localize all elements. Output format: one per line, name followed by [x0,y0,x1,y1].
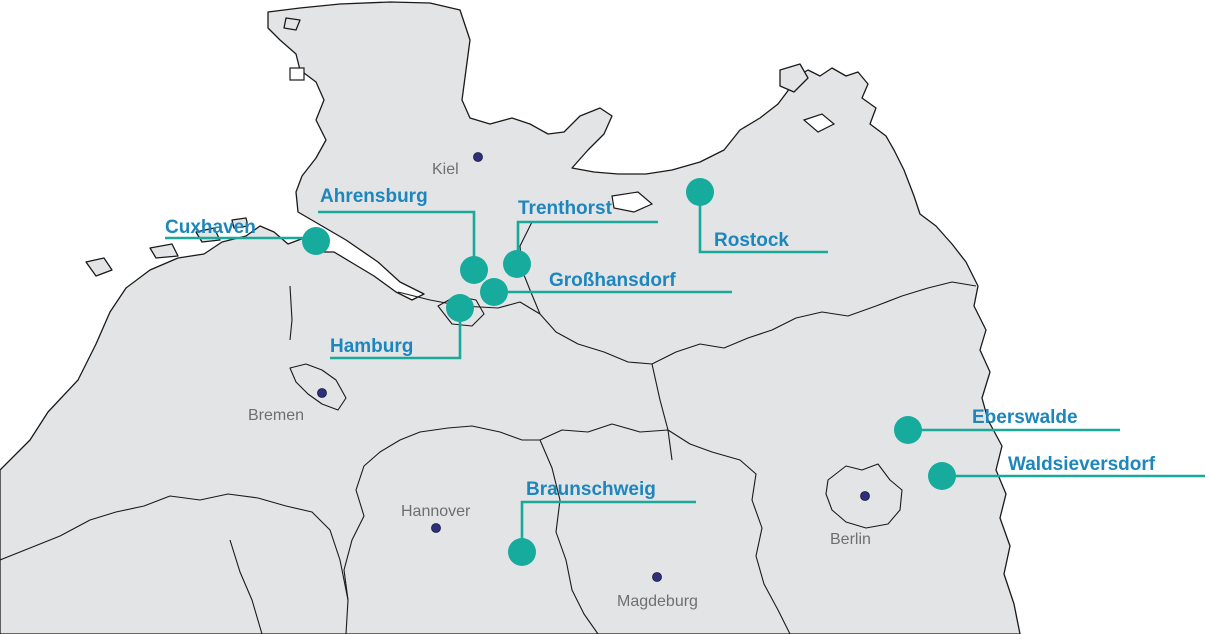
site-label-rostock[interactable]: Rostock [714,230,789,251]
state-border [539,423,791,634]
site-label-trenthorst[interactable]: Trenthorst [518,198,613,219]
berlin-border [825,463,903,529]
city-label-berlin: Berlin [830,531,871,548]
island [149,243,179,259]
bremen-border [289,363,347,411]
site-marker-rostock[interactable] [686,178,714,206]
city-label-kiel: Kiel [432,161,459,178]
site-label-braunschweig[interactable]: Braunschweig [526,479,656,500]
lake [802,113,836,133]
site-marker-waldsieversdorf[interactable] [928,462,956,490]
site-label-cuxhaven[interactable]: Cuxhaven [165,217,256,238]
site-marker-hamburg[interactable] [446,294,474,322]
site-label-ahrensburg[interactable]: Ahrensburg [320,186,428,207]
site-label-eberswalde[interactable]: Eberswalde [972,407,1078,428]
site-label-waldsieversdorf[interactable]: Waldsieversdorf [1008,454,1156,475]
island [85,257,113,277]
leader-lines [165,192,1205,548]
lake [289,67,305,81]
river-weser [289,285,293,341]
city-label-hannover: Hannover [401,503,471,520]
city-dot-bremen [317,388,327,398]
state-border [397,281,977,365]
city-label-bremen: Bremen [248,407,304,424]
site-label-hamburg[interactable]: Hamburg [330,336,413,357]
city-dot-magdeburg [652,572,662,582]
state-border [0,493,349,634]
island [779,63,809,93]
site-marker-braunschweig[interactable] [508,538,536,566]
state-border [229,539,263,634]
island [283,17,301,31]
state-border [343,425,540,601]
site-marker-ahrensburg[interactable] [460,256,488,284]
city-label-magdeburg: Magdeburg [617,593,698,610]
city-dot-hannover [431,523,441,533]
site-label-grosshansdorf[interactable]: Großhansdorf [549,270,676,291]
land-mass [0,1,1021,634]
site-marker-grosshansdorf[interactable] [480,278,508,306]
island [231,217,249,229]
site-marker-trenthorst[interactable] [503,250,531,278]
city-dot-kiel [473,152,483,162]
state-border [539,439,599,634]
state-border [651,363,673,461]
site-marker-eberswalde[interactable] [894,416,922,444]
site-marker-cuxhaven[interactable] [302,227,330,255]
city-dot-berlin [860,491,870,501]
lake [611,191,654,213]
